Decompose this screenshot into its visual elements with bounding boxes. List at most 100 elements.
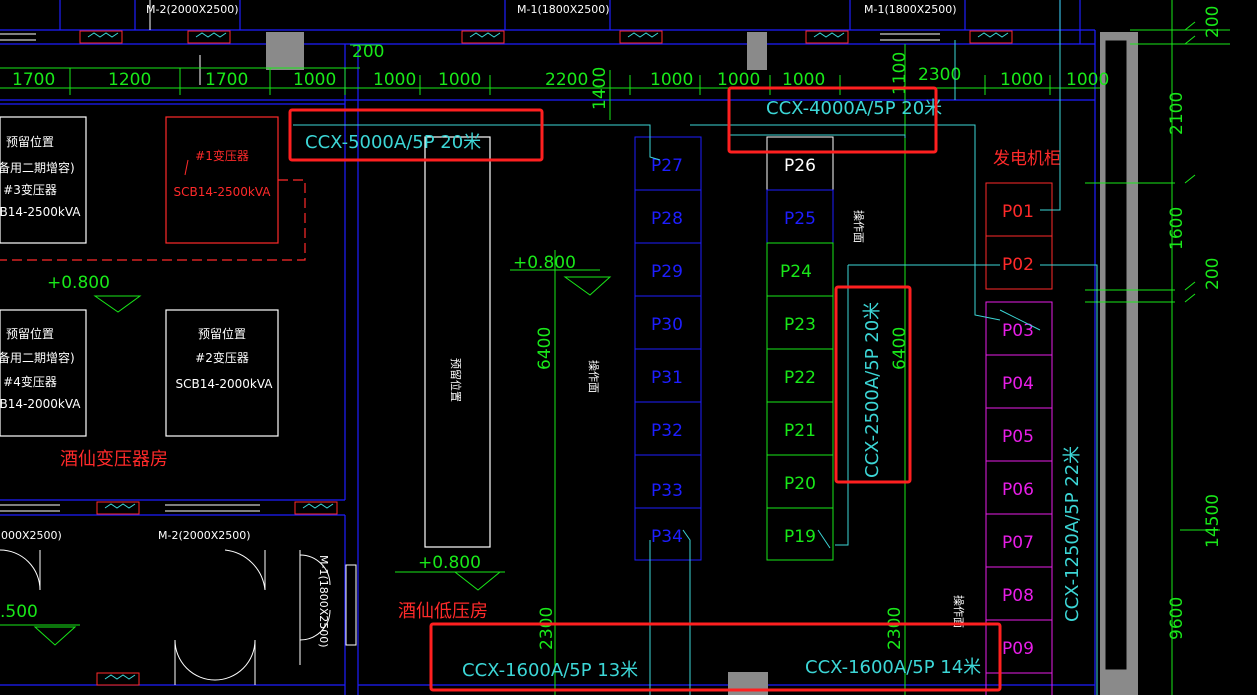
door-label-top-2: M-1(1800X2500) — [517, 3, 610, 16]
busbar-1600-b-label: CCX-1600A/5P 14米 — [805, 657, 981, 678]
dim-1000-f: 1000 — [782, 70, 825, 90]
dim-200-right-mid: 200 — [1203, 258, 1223, 290]
level-label-left: .500 — [0, 602, 38, 622]
dim-200-right-top: 200 — [1203, 6, 1223, 38]
highlight-busbar-2500 — [834, 285, 912, 484]
dim-1000-d: 1000 — [650, 70, 693, 90]
level-label-2: +0.800 — [513, 253, 576, 273]
door-label-bottom-1: 2000X2500) — [0, 529, 62, 542]
panels-green-labels: P26 P25 P24 P23 P22 P21 P20 P19 — [780, 156, 816, 547]
panel-p28: P28 — [651, 209, 683, 229]
panel-p06: P06 — [1002, 480, 1034, 500]
dim-2300-bottom-left: 2300 — [537, 607, 557, 650]
panels-magenta-labels: P03 P04 P05 P06 P07 P08 P09 — [1002, 321, 1034, 659]
panel-p20: P20 — [784, 474, 816, 494]
dim-6400-right: 6400 — [890, 327, 910, 370]
dim-1000-c: 1000 — [438, 70, 481, 90]
dim-1000-h: 1000 — [1066, 70, 1109, 90]
panel-p23: P23 — [784, 315, 816, 335]
dim-1000-b: 1000 — [373, 70, 416, 90]
level-triangles — [33, 276, 612, 646]
t1-line1: #1变压器 — [195, 148, 249, 163]
room-labels: 酒仙变压器房 酒仙低压房 发电机柜 — [60, 149, 1061, 622]
window-symbols — [0, 30, 1013, 686]
panel-p02: P02 — [1002, 255, 1034, 275]
dim-1700-a: 1700 — [12, 70, 55, 90]
panel-p04: P04 — [1002, 374, 1034, 394]
generator-label: 发电机柜 — [993, 149, 1061, 169]
panel-p01: P01 — [1002, 202, 1034, 222]
dim-2200: 2200 — [545, 70, 588, 90]
dim-1400: 1400 — [590, 67, 610, 110]
panel-p34: P34 — [651, 527, 683, 547]
door-swings — [0, 0, 331, 685]
transformer-boxes — [0, 116, 306, 437]
t2-line1: 预留位置 — [198, 326, 246, 341]
t3-line2: (备用二期增容) — [0, 160, 75, 175]
dim-6400-left: 6400 — [535, 327, 555, 370]
reserved-box — [424, 136, 491, 548]
transformer-room-label: 酒仙变压器房 — [60, 449, 168, 470]
dim-2300-top: 2300 — [918, 65, 961, 85]
t3-line3: #3变压器 — [3, 182, 57, 197]
door-labels: M-2(2000X2500) M-1(1800X2500) M-1(1800X2… — [0, 3, 957, 648]
dim-14500: 14500 — [1203, 494, 1223, 548]
panel-p26: P26 — [784, 156, 816, 176]
wall-blocks — [266, 32, 1138, 695]
panel-p30: P30 — [651, 315, 683, 335]
highlight-busbar-4000 — [727, 86, 938, 154]
t4-line1: 预留位置 — [6, 326, 54, 341]
busbar-2500-label: CCX-2500A/5P 20米 — [862, 302, 883, 478]
t1-line2: SCB14-2500kVA — [174, 185, 272, 199]
dim-1000-g: 1000 — [1000, 70, 1043, 90]
dimension-texts: 1700 1200 1700 1000 1000 1000 2200 1000 … — [0, 6, 1223, 650]
panel-p25: P25 — [784, 209, 816, 229]
panels-green — [766, 136, 834, 561]
dim-1600: 1600 — [1167, 207, 1187, 250]
panel-p03: P03 — [1002, 321, 1034, 341]
panel-p24: P24 — [780, 262, 812, 282]
level-label-1: +0.800 — [47, 273, 110, 293]
panel-p09: P09 — [1002, 639, 1034, 659]
busbar-1250-label: CCX-1250A/5P 22米 — [1062, 446, 1083, 622]
dim-1000-e: 1000 — [717, 70, 760, 90]
op-face-1: 操作面 — [587, 360, 601, 393]
door-label-top-1: M-2(2000X2500) — [146, 3, 239, 16]
panel-p08: P08 — [1002, 586, 1034, 606]
highlight-busbar-1600 — [429, 622, 1002, 692]
panel-p22: P22 — [784, 368, 816, 388]
dim-1000-a: 1000 — [293, 70, 336, 90]
panel-p21: P21 — [784, 421, 816, 441]
t2-line3: SCB14-2000kVA — [176, 377, 274, 391]
walls — [0, 0, 1096, 695]
transformer-texts: 预留位置 (备用二期增容) #3变压器 B14-2500kVA #1变压器 SC… — [0, 134, 273, 411]
panel-p19: P19 — [784, 527, 816, 547]
dim-1100: 1100 — [890, 52, 910, 95]
t1-leader — [184, 159, 189, 176]
panel-p07: P07 — [1002, 533, 1034, 553]
op-face-3: 操作面 — [952, 595, 966, 628]
panels-blue-labels: P27 P28 P29 P30 P31 P32 P33 P34 — [651, 156, 683, 547]
t3-line4: B14-2500kVA — [0, 205, 81, 219]
dim-9600: 9600 — [1167, 597, 1187, 640]
panel-p27: P27 — [651, 156, 683, 176]
operation-face-labels: 操作面 操作面 操作面 — [587, 210, 966, 628]
door-label-side: M-1(1800X2500) — [317, 555, 330, 648]
t4-line4: B14-2000kVA — [0, 397, 81, 411]
panel-p33: P33 — [651, 481, 683, 501]
door-label-bottom-2: M-2(2000X2500) — [158, 529, 251, 542]
panels-generator-labels: P01 P02 — [1002, 202, 1034, 275]
t4-line3: #4变压器 — [3, 374, 57, 389]
reserved-label: 预留位置 — [449, 358, 463, 402]
panel-p32: P32 — [651, 421, 683, 441]
t4-line2: (备用二期增容) — [0, 350, 75, 365]
panel-p31: P31 — [651, 368, 683, 388]
panel-p05: P05 — [1002, 427, 1034, 447]
dim-1700-b: 1700 — [205, 70, 248, 90]
dim-1200: 1200 — [108, 70, 151, 90]
highlight-boxes — [288, 86, 1002, 692]
t3-line1: 预留位置 — [6, 134, 54, 149]
busbar-labels: CCX-5000A/5P 20米 CCX-4000A/5P 20米 CCX-25… — [305, 98, 1083, 681]
